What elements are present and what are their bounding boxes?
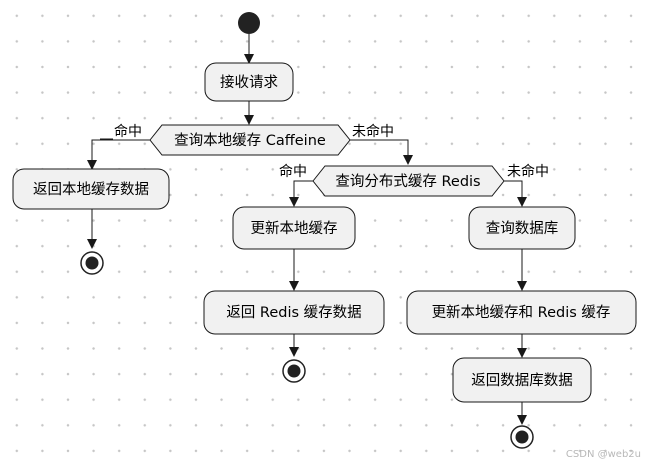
arrowhead [244, 115, 254, 125]
node-label: 更新本地缓存和 Redis 缓存 [432, 304, 611, 321]
start-node [238, 12, 260, 34]
branch-label-local-miss: 未命中 [352, 123, 394, 140]
node-return-redis-data: 返回 Redis 缓存数据 [203, 290, 385, 335]
branch-label-redis-miss: 未命中 [507, 163, 549, 180]
node-query-database: 查询数据库 [468, 206, 576, 250]
node-label: 接收请求 [220, 74, 278, 91]
arrowhead [289, 197, 299, 207]
decision-check-local-cache: 查询本地缓存 Caffeine [149, 124, 351, 156]
arrowhead [517, 281, 527, 291]
node-label: 更新本地缓存 [251, 220, 338, 237]
watermark: CSDN @web2u [566, 449, 641, 460]
arrowhead [517, 197, 527, 207]
branch-label-local-hit: 命中 [114, 123, 142, 140]
node-receive-request: 接收请求 [204, 62, 294, 102]
end-node-db [510, 425, 534, 449]
flow-edges [87, 34, 527, 425]
arrowhead [244, 54, 254, 64]
node-label: 查询数据库 [486, 220, 559, 237]
branch-label-redis-hit: 命中 [279, 163, 307, 180]
arrowhead [517, 415, 527, 425]
arrowhead [403, 155, 413, 165]
edge-redis-miss [504, 180, 523, 201]
node-label: 返回数据库数据 [471, 372, 573, 389]
end-node-redis [282, 359, 306, 383]
arrowhead [289, 347, 299, 357]
node-return-db-data: 返回数据库数据 [452, 357, 592, 403]
end-node-local [80, 251, 104, 275]
node-update-local-cache: 更新本地缓存 [232, 206, 356, 250]
arrowhead [289, 281, 299, 291]
edge-local-miss [350, 139, 409, 159]
node-return-local-cache: 返回本地缓存数据 [12, 168, 170, 210]
decision-label: 查询本地缓存 Caffeine [174, 132, 326, 149]
node-label: 返回本地缓存数据 [33, 181, 149, 198]
edge-local-hit [91, 139, 150, 165]
arrowhead [517, 348, 527, 358]
arrowhead [87, 160, 97, 170]
arrowhead [87, 239, 97, 249]
decision-label: 查询分布式缓存 Redis [335, 173, 480, 190]
node-label: 返回 Redis 缓存数据 [226, 304, 361, 321]
edge-redis-hit [293, 180, 313, 201]
node-update-both-caches: 更新本地缓存和 Redis 缓存 [406, 290, 637, 335]
decision-check-redis: 查询分布式缓存 Redis [312, 165, 505, 197]
